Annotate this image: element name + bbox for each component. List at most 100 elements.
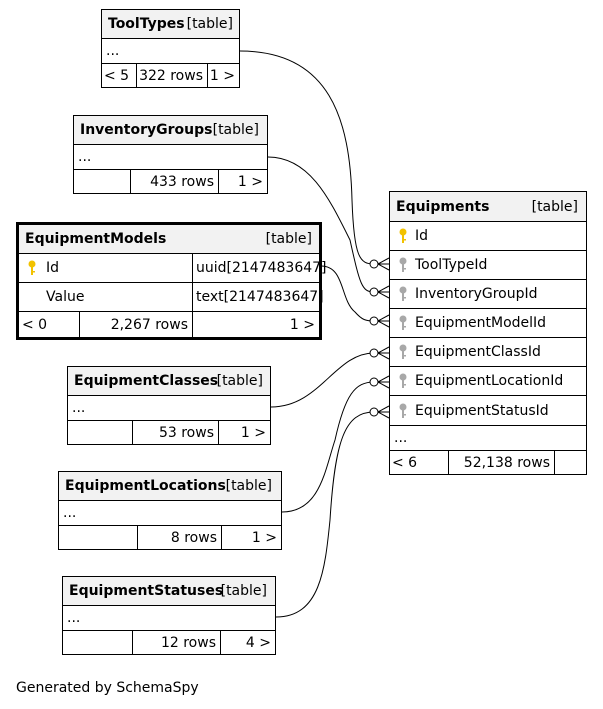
edge-end-equipmentmodelid <box>369 316 379 326</box>
footer-row-count: 2,267 rows <box>79 312 192 337</box>
generated-by-footer: Generated by SchemaSpy <box>16 680 199 696</box>
foreign-key-icon <box>399 286 407 302</box>
footer-row-count: 433 rows <box>130 170 218 193</box>
table-columns-placeholder: ... <box>74 145 267 170</box>
table-name: EquipmentClasses <box>74 373 219 389</box>
column-name: EquipmentClassId <box>415 344 541 360</box>
column-row[interactable]: Id uuid[2147483647] <box>19 254 327 283</box>
column-name: EquipmentLocationId <box>415 373 564 389</box>
table-footer: 53 rows 1 > <box>68 421 270 444</box>
foreign-key-icon <box>399 257 407 273</box>
column-row[interactable]: EquipmentModelId <box>390 309 586 338</box>
table-equipmentmodels[interactable]: EquipmentModels [table] Id uuid[21474836… <box>16 222 327 340</box>
column-name: Id <box>46 260 60 276</box>
ellipsis: ... <box>78 149 92 165</box>
column-name: EquipmentStatusId <box>415 402 549 419</box>
ellipsis: ... <box>72 400 86 416</box>
column-row[interactable]: EquipmentLocationId <box>390 367 586 396</box>
table-equipmentclasses[interactable]: EquipmentClasses [table] ... 53 rows 1 > <box>67 366 271 445</box>
footer-parents <box>61 526 137 549</box>
crowfoot-inventorygroupid <box>377 285 390 299</box>
ellipsis: ... <box>106 43 120 59</box>
table-name: InventoryGroups <box>80 122 213 138</box>
crowfoot-tooltypeid <box>377 257 390 271</box>
foreign-key-icon <box>399 403 407 419</box>
footer-parents <box>76 170 130 193</box>
column-row[interactable]: EquipmentClassId <box>390 338 586 367</box>
footer-children: 4 > <box>220 631 275 654</box>
table-columns-placeholder: ... <box>390 426 586 451</box>
table-equipmentlocations[interactable]: EquipmentLocations [table] ... 8 rows 1 … <box>58 471 282 550</box>
table-tag: [table] <box>220 583 267 599</box>
table-inventorygroups[interactable]: InventoryGroups [table] ... 433 rows 1 > <box>73 115 268 194</box>
table-footer: 8 rows 1 > <box>59 526 281 549</box>
table-tag: [table] <box>531 198 578 215</box>
column-name: InventoryGroupId <box>415 286 538 302</box>
column-name: Value <box>46 289 85 305</box>
table-tag: [table] <box>216 373 263 389</box>
table-columns-placeholder: ... <box>102 39 239 64</box>
column-name: EquipmentModelId <box>415 315 547 331</box>
table-tooltypes[interactable]: ToolTypes [table] ... < 5 322 rows 1 > <box>101 9 240 88</box>
column-row[interactable]: Value text[2147483647] <box>19 283 324 312</box>
crowfoot-equipmentclassid <box>377 346 390 360</box>
table-footer: 12 rows 4 > <box>63 631 275 654</box>
column-row[interactable]: EquipmentStatusId <box>390 396 586 426</box>
table-name: EquipmentStatuses <box>69 583 224 599</box>
footer-children <box>554 451 586 474</box>
table-equipments[interactable]: Equipments [table] Id ToolTypeId Invento… <box>389 191 587 475</box>
footer-parents <box>70 421 132 444</box>
table-equipmentstatuses[interactable]: EquipmentStatuses [table] ... 12 rows 4 … <box>62 576 276 655</box>
table-tag: [table] <box>265 231 312 247</box>
footer-children: 1 > <box>207 64 239 87</box>
table-columns-placeholder: ... <box>59 501 281 526</box>
table-footer: < 0 2,267 rows 1 > <box>19 312 319 337</box>
table-header: EquipmentClasses [table] <box>68 367 270 396</box>
crowfoot-equipmentmodelid <box>377 314 390 328</box>
footer-row-count: 52,138 rows <box>448 451 554 474</box>
footer-children: 1 > <box>192 312 319 337</box>
table-header: InventoryGroups [table] <box>74 116 267 145</box>
column-row[interactable]: InventoryGroupId <box>390 280 586 309</box>
table-header: Equipments [table] <box>390 192 586 222</box>
footer-row-count: 12 rows <box>132 631 220 654</box>
edge-equipmentclasses-equipments <box>270 352 375 408</box>
table-tag: [table] <box>186 16 233 32</box>
footer-row-count: 322 rows <box>136 64 207 87</box>
table-footer: 433 rows 1 > <box>74 170 267 193</box>
column-row[interactable]: ToolTypeId <box>390 251 586 280</box>
footer-parents: < 6 <box>392 454 418 471</box>
column-type: text[2147483647] <box>192 283 324 311</box>
column-name: ToolTypeId <box>415 257 488 273</box>
table-header: EquipmentStatuses [table] <box>63 577 275 606</box>
column-type: uuid[2147483647] <box>192 254 327 282</box>
footer-row-count: 8 rows <box>137 526 221 549</box>
table-name: EquipmentModels <box>25 231 167 247</box>
footer-parents: < 5 <box>104 67 130 84</box>
table-name: ToolTypes <box>108 16 185 32</box>
column-row[interactable]: Id <box>390 222 586 251</box>
foreign-key-icon <box>399 315 407 331</box>
footer-parents <box>65 631 132 654</box>
footer-row-count: 53 rows <box>132 421 218 444</box>
edge-end-tooltypeid <box>369 259 379 269</box>
edge-equipmentlocations-equipments <box>281 381 375 513</box>
table-header: EquipmentLocations [table] <box>59 472 281 501</box>
foreign-key-icon <box>399 344 407 360</box>
edge-end-equipmentlocationid <box>369 377 379 387</box>
edge-equipmentstatuses-equipments <box>275 411 375 618</box>
table-columns-placeholder: ... <box>68 396 270 421</box>
table-tag: [table] <box>212 122 259 138</box>
primary-key-icon <box>399 228 407 244</box>
table-name: Equipments <box>396 198 490 215</box>
ellipsis: ... <box>67 610 81 626</box>
footer-children: 1 > <box>218 170 267 193</box>
edge-end-equipmentstatusid <box>369 407 379 417</box>
table-footer: < 6 52,138 rows <box>390 451 586 474</box>
footer-parents: < 0 <box>22 316 48 333</box>
ellipsis: ... <box>394 430 408 446</box>
edge-inventorygroups-equipments <box>267 156 375 293</box>
table-tag: [table] <box>225 478 272 494</box>
footer-children: 1 > <box>218 421 270 444</box>
foreign-key-icon <box>399 373 407 389</box>
